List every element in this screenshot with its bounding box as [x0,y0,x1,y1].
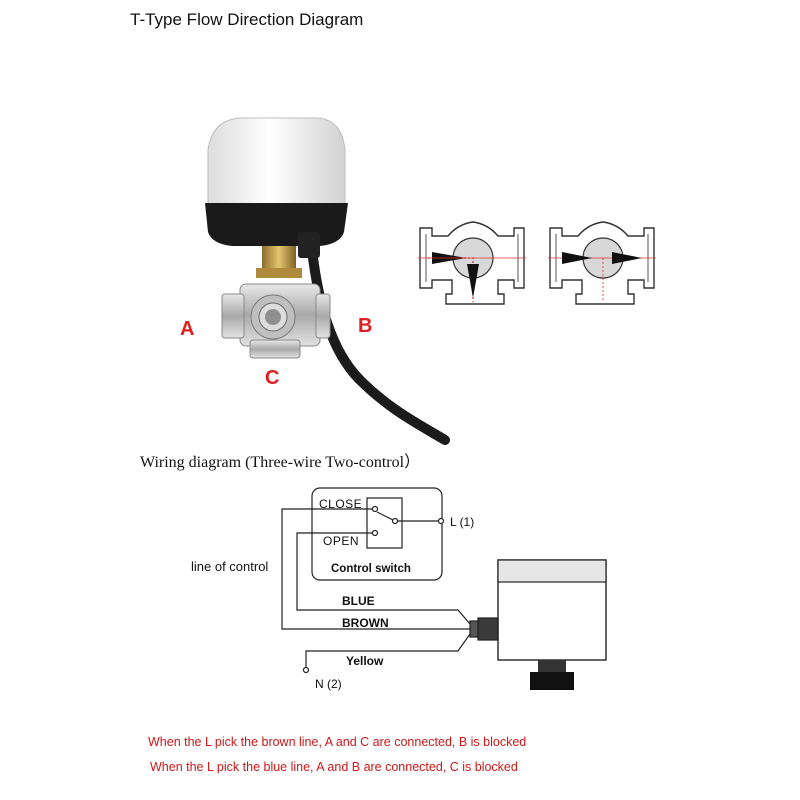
control-switch-box [311,487,443,581]
note-blue: When the L pick the blue line, A and B a… [150,760,518,774]
t-port-flow-right [548,221,656,305]
wiring-diagram [281,487,499,674]
actuator-icon [497,559,607,690]
valve-photo-illustration [205,117,450,445]
wiring-title: Wiring diagram (Three-wire Two-control） [140,454,421,471]
page-title: T-Type Flow Direction Diagram [130,10,364,29]
brown-wire-label: BROWN [342,616,389,630]
line-of-control-label: line of control [191,559,269,574]
l1-label: L (1) [450,515,475,529]
yellow-wire-label: Yellow [346,654,384,668]
note-brown: When the L pick the brown line, A and C … [148,735,527,749]
port-b-label: B [358,315,373,337]
port-c-label: C [265,367,280,389]
port-a-label: A [180,318,195,340]
control-switch-label: Control switch [331,563,411,575]
n2-label: N (2) [315,677,342,691]
t-port-flow-left [418,221,526,305]
blue-wire-label: BLUE [342,594,375,608]
open-label: OPEN [323,534,360,548]
close-label: CLOSE [319,497,363,511]
